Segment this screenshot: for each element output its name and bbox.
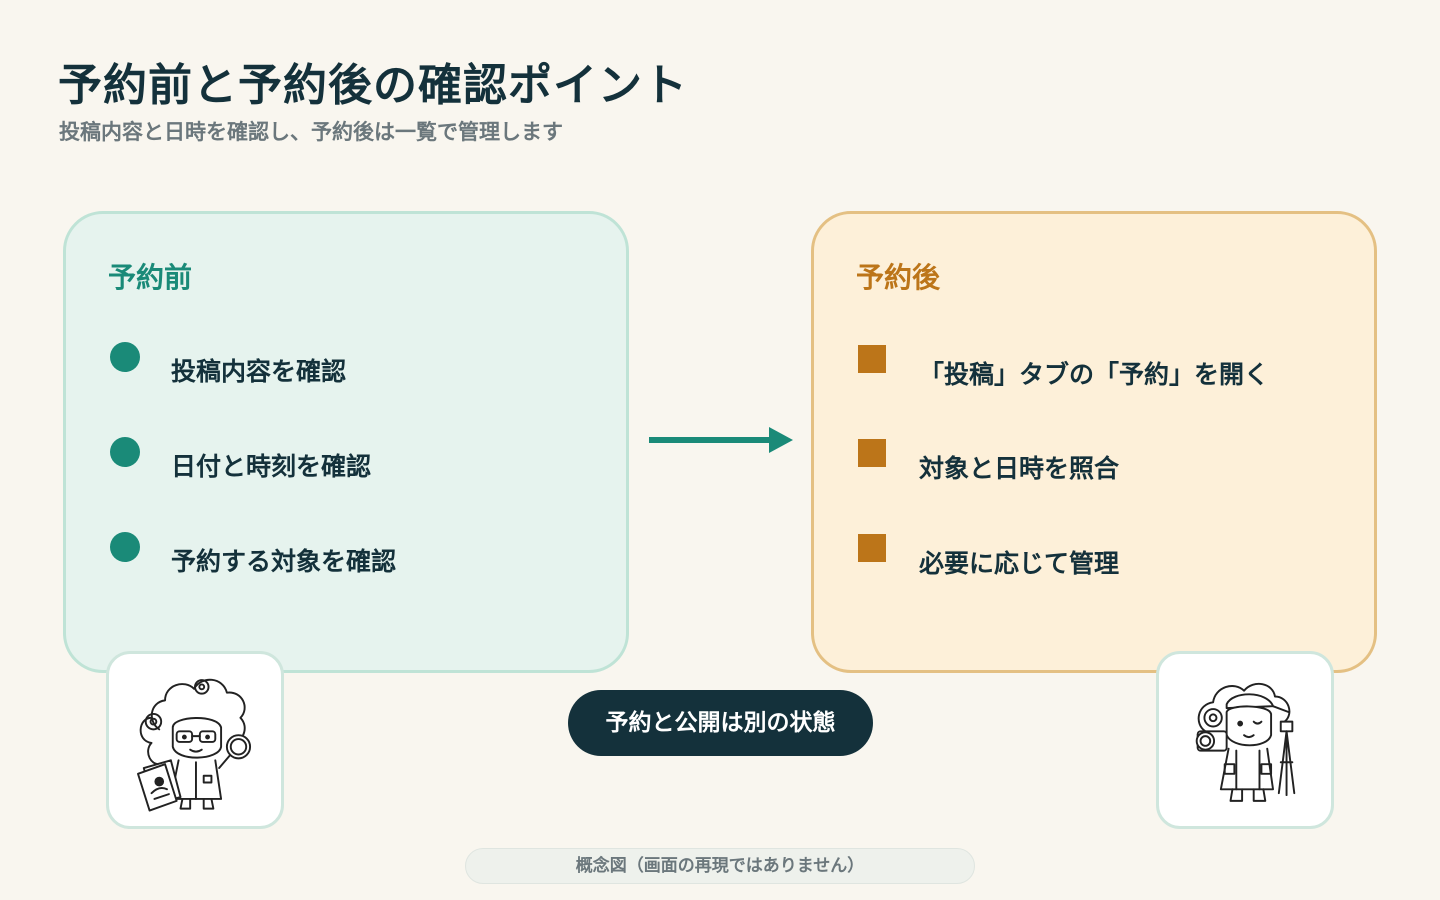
circle-bullet-icon [110, 342, 140, 372]
concept-diagram-note: 概念図（画面の再現ではありません） [465, 848, 975, 884]
after-item-label: 必要に応じて管理 [919, 549, 1120, 578]
mascot-card-right [1156, 651, 1334, 829]
state-difference-badge: 予約と公開は別の状態 [568, 690, 873, 756]
after-item: 必要に応じて管理 [814, 534, 1374, 594]
before-item-label: 予約する対象を確認 [171, 547, 397, 576]
before-panel-title: 予約前 [108, 261, 193, 294]
before-item: 予約する対象を確認 [66, 532, 626, 592]
before-item: 投稿内容を確認 [66, 342, 626, 402]
before-panel: 予約前 投稿内容を確認 日付と時刻を確認 予約する対象を確認 [63, 211, 629, 673]
after-item-label: 「投稿」タブの「予約」を開く [919, 360, 1270, 389]
square-bullet-icon [858, 439, 886, 467]
after-item: 「投稿」タブの「予約」を開く [814, 345, 1374, 405]
square-bullet-icon [858, 534, 886, 562]
after-panel-title: 予約後 [856, 261, 941, 294]
circle-bullet-icon [110, 437, 140, 467]
after-panel: 予約後 「投稿」タブの「予約」を開く 対象と日時を照合 必要に応じて管理 [811, 211, 1377, 673]
square-bullet-icon [858, 345, 886, 373]
before-item: 日付と時刻を確認 [66, 437, 626, 497]
circle-bullet-icon [110, 532, 140, 562]
page-title: 予約前と予約後の確認ポイント [58, 60, 688, 111]
after-item-label: 対象と日時を照合 [919, 454, 1120, 483]
detective-sheep-mascot-icon [137, 678, 252, 812]
right-arrow-icon [649, 427, 793, 453]
photographer-sheep-mascot-icon [1195, 682, 1296, 802]
page-subtitle: 投稿内容と日時を確認し、予約後は一覧で管理します [59, 120, 563, 144]
before-item-label: 投稿内容を確認 [171, 357, 347, 386]
mascot-card-left [106, 651, 284, 829]
before-item-label: 日付と時刻を確認 [171, 452, 372, 481]
after-item: 対象と日時を照合 [814, 439, 1374, 499]
